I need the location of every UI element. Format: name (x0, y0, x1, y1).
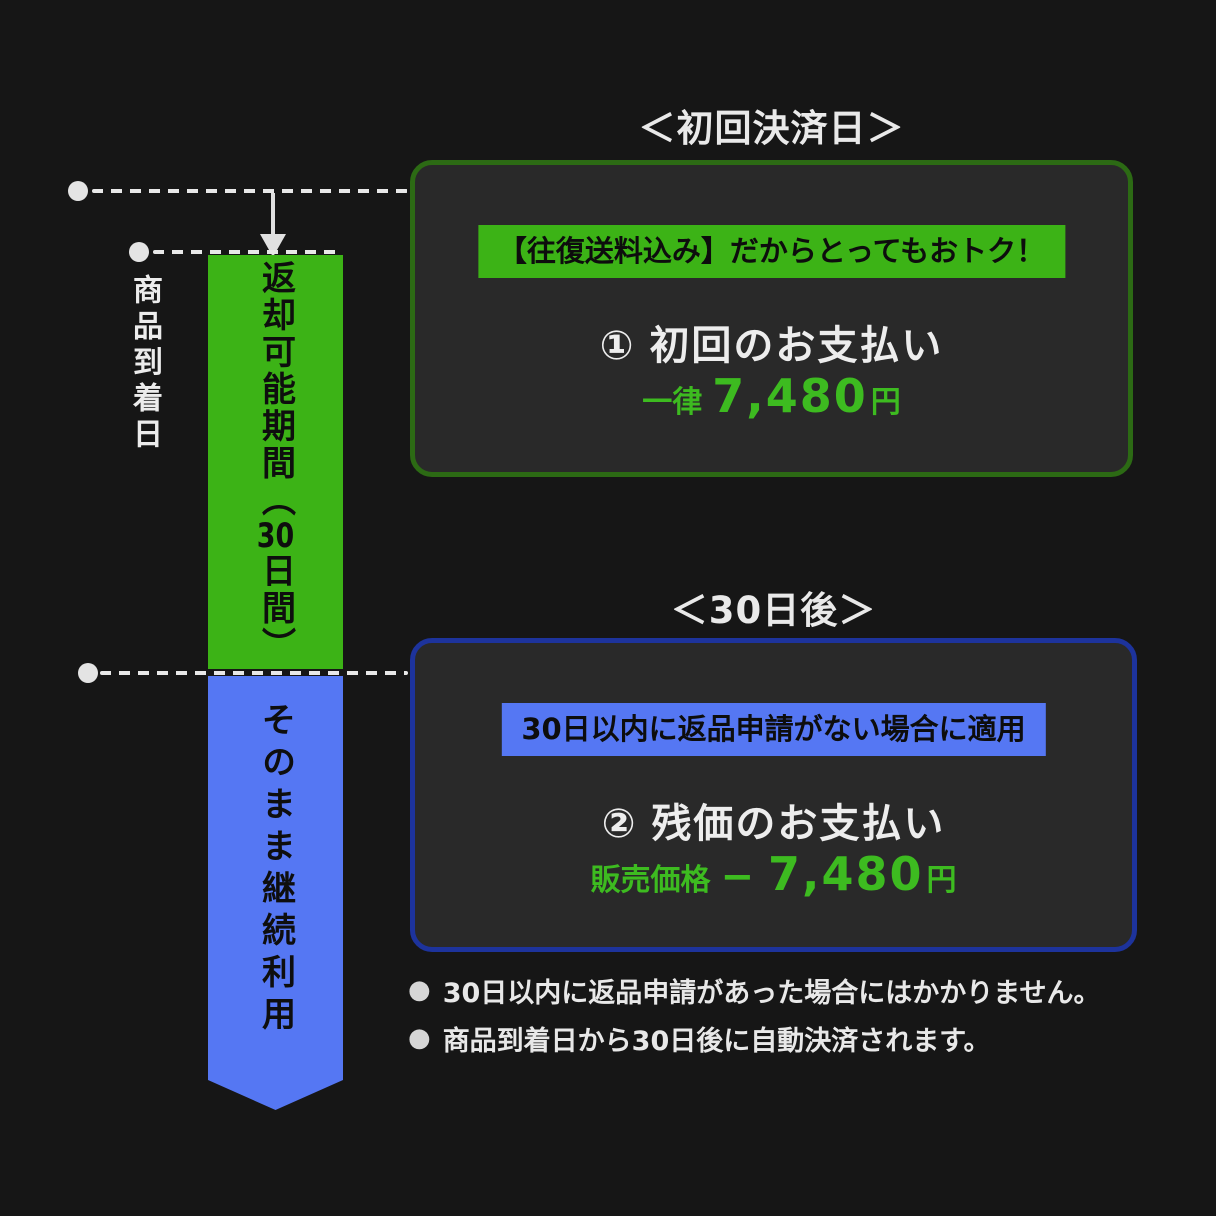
residual-payment-price-prefix: 販売価格 (590, 863, 711, 898)
footnote-row: ● 30日以内に返品申請があった場合にはかかりません。 (408, 966, 1100, 1014)
residual-payment-heading: ② 残価のお支払い (415, 791, 1132, 849)
dotted-line-order (92, 189, 408, 193)
minus-sign: − (720, 854, 754, 900)
timeline-dot-order (68, 181, 88, 201)
first-payment-price-suffix: 円 (870, 385, 901, 420)
return-period-ribbon-label: 返却可能期間（30日間） (255, 260, 296, 664)
continue-use-ribbon-label: そのまま継続利用 (255, 702, 296, 1038)
continue-use-ribbon: そのまま継続利用 (208, 676, 343, 1110)
bullet-icon: ● (408, 975, 431, 1005)
circled-two-icon: ② (601, 801, 638, 847)
dotted-line-arrival (153, 250, 343, 254)
bullet-icon: ● (408, 1023, 431, 1053)
timeline-dot-arrival (129, 242, 149, 262)
arrival-date-label: 商品到着日 (127, 274, 162, 454)
first-payment-title: ＜初回決済日＞ (638, 107, 905, 150)
footnotes: ● 30日以内に返品申請があった場合にはかかりません。 ● 商品到着日から30日… (408, 966, 1100, 1062)
dotted-line-30days (100, 671, 408, 675)
residual-payment-heading-text: 残価のお支払い (651, 801, 946, 847)
return-period-ribbon: 返却可能期間（30日間） (208, 255, 343, 669)
residual-payment-title: ＜30日後＞ (670, 589, 877, 632)
residual-payment-price-suffix: 円 (926, 863, 957, 898)
return-period-text-suffix: 日間） (255, 553, 296, 664)
footnote-row: ● 商品到着日から30日後に自動決済されます。 (408, 1014, 1100, 1062)
return-period-days-number: 30 (256, 519, 295, 553)
footnote-text-auto-charge: 商品到着日から30日後に自動決済されます。 (442, 1025, 991, 1057)
first-payment-badge: 【往復送料込み】だからとってもおトク！ (477, 225, 1066, 278)
circled-one-icon: ① (599, 323, 636, 369)
first-payment-heading: ① 初回のお支払い (415, 313, 1128, 371)
first-payment-heading-text: 初回のお支払い (649, 323, 944, 369)
return-period-text-prefix: 返却可能期間（ (255, 260, 296, 519)
timeline-dot-30days (78, 663, 98, 683)
down-arrow-shaft (271, 193, 275, 237)
residual-payment-badge: 30日以内に返品申請がない場合に適用 (501, 703, 1046, 756)
residual-payment-price-amount: 7,480 (768, 847, 924, 901)
first-payment-price-amount: 7,480 (712, 369, 868, 423)
footnote-text-no-charge: 30日以内に返品申請があった場合にはかかりません。 (442, 977, 1101, 1009)
first-payment-price-prefix: 一律 (642, 385, 703, 420)
